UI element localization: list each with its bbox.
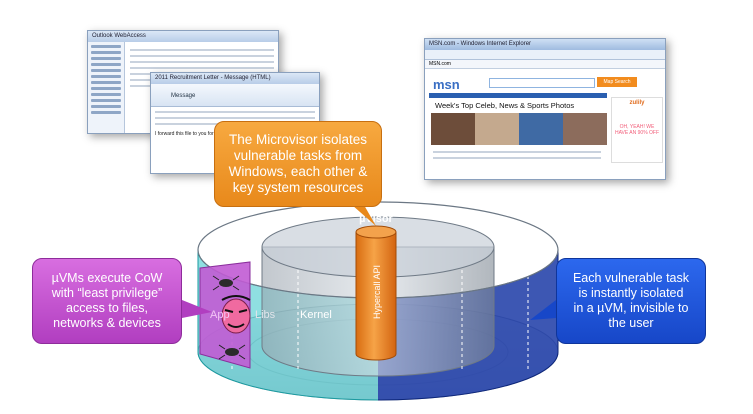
message-tab: Message	[171, 93, 196, 99]
libs-label: Libs	[255, 309, 276, 321]
anonymous-mask-icon	[221, 295, 251, 334]
hypercall-label: Hypercall API	[372, 265, 382, 319]
msn-navbar	[429, 93, 607, 98]
map-search-button: Map Search	[597, 77, 637, 87]
kernel-label: Kernel	[300, 309, 332, 321]
msn-footer-lines	[429, 147, 605, 163]
app-label: App	[210, 309, 230, 321]
uvm-callout: µVMs execute CoW with “least privilege” …	[32, 258, 182, 344]
ad-text: OH, YEAH! WE HAVE AN 90% OFF	[614, 124, 660, 136]
uvisor-pillar-top	[355, 225, 397, 239]
outlook-folder-tree	[88, 42, 125, 133]
browser-title: MSN.com - Windows Internet Explorer	[425, 39, 665, 50]
bug-icon	[218, 344, 246, 360]
msn-photo-strip	[431, 113, 607, 145]
uvm-callout-pointer	[182, 300, 212, 318]
msn-headline: Week's Top Celeb, News & Sports Photos	[435, 101, 575, 110]
browser-address-bar	[425, 50, 665, 60]
task-callout-pointer	[530, 300, 556, 320]
bug-icon	[212, 275, 240, 291]
zulily-ad: zulily OH, YEAH! WE HAVE AN 90% OFF	[611, 97, 663, 163]
uvisor-pillar	[355, 231, 397, 361]
msn-search-box	[489, 78, 595, 88]
browser-window: MSN.com - Windows Internet Explorer MSN.…	[424, 38, 666, 180]
ad-brand: zulily	[629, 100, 645, 106]
message-title: 2011 Recruitment Letter - Message (HTML)	[151, 73, 319, 84]
outlook-title: Outlook WebAccess	[88, 31, 278, 42]
message-ribbon: Message	[151, 84, 319, 107]
microvisor-callout-pointer	[352, 205, 376, 226]
browser-tab: MSN.com	[425, 60, 665, 69]
msn-logo: msn	[433, 77, 460, 92]
microvisor-callout: The Microvisor isolates vulnerable tasks…	[214, 121, 382, 207]
task-callout: Each vulnerable task is instantly isolat…	[556, 258, 706, 344]
